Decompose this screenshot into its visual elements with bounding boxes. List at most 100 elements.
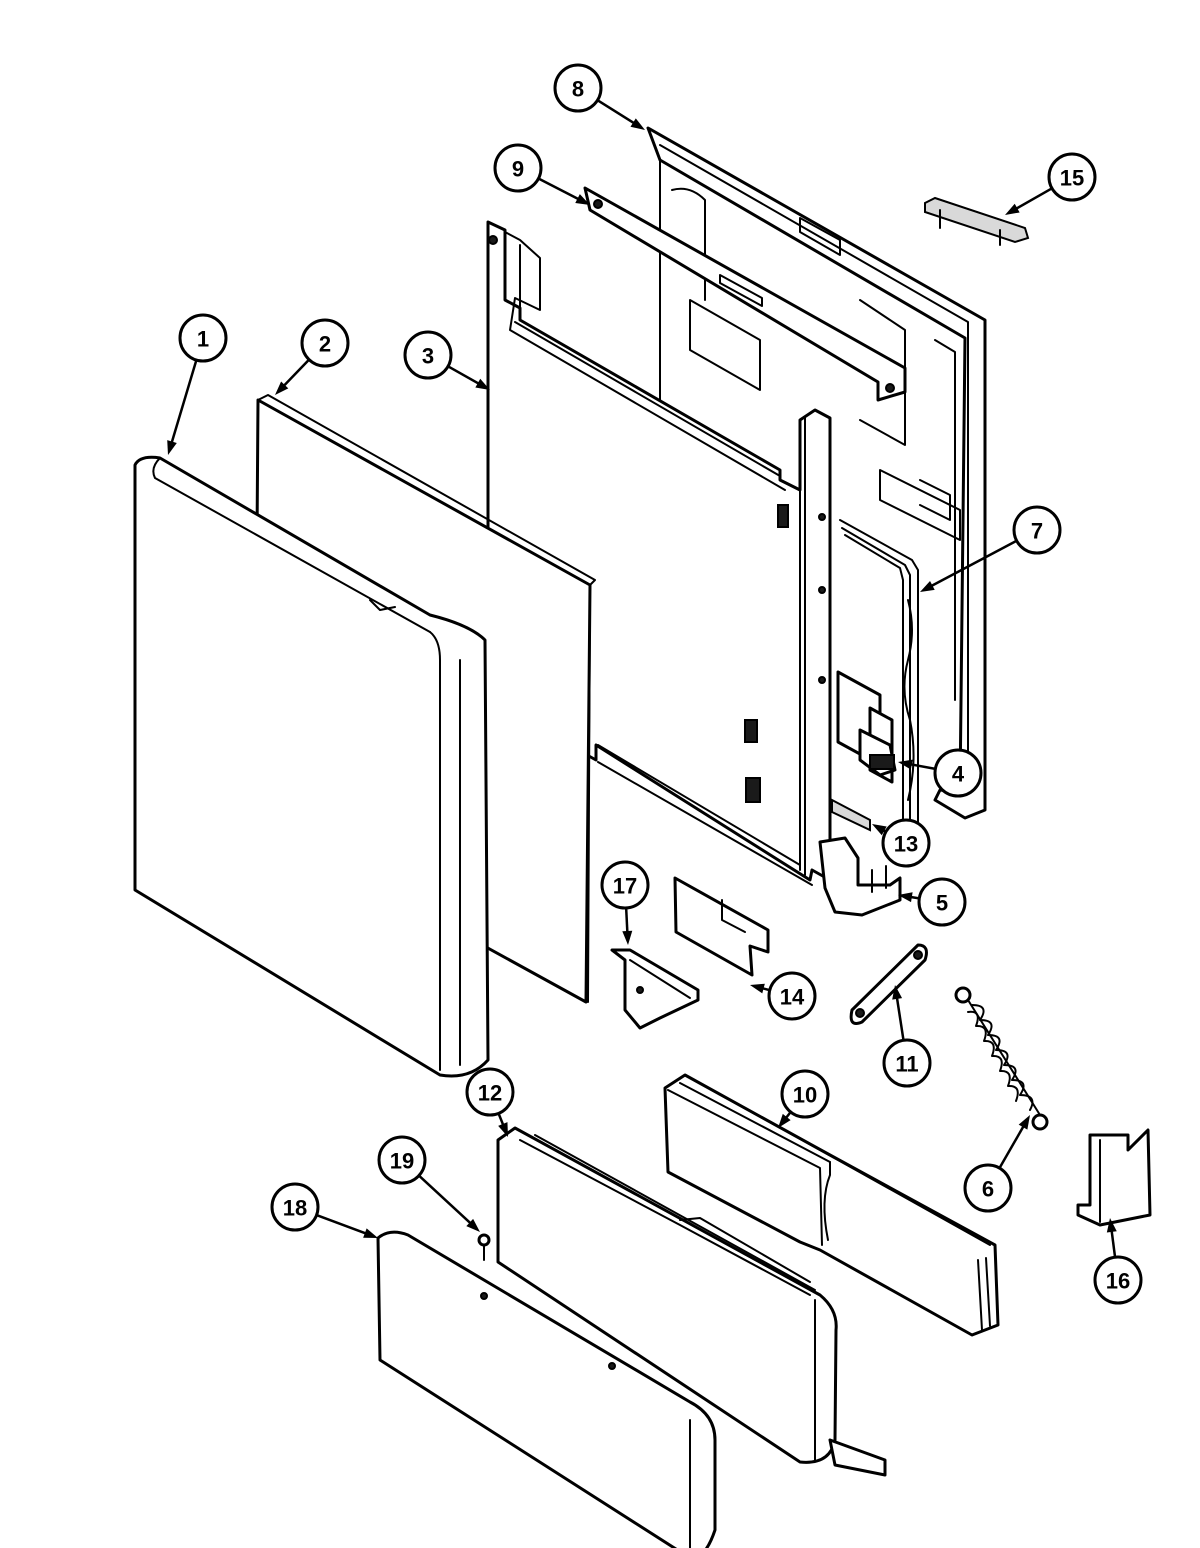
- callout-label: 7: [1031, 519, 1043, 544]
- callout-6: 6: [963, 1163, 1013, 1213]
- callout-circle: [1012, 505, 1062, 555]
- callout-label: 17: [613, 874, 637, 899]
- callout-12: 12: [465, 1067, 515, 1117]
- callout-16: 16: [1093, 1255, 1143, 1305]
- leader-arrowhead: [363, 1228, 378, 1238]
- callout-2: 2: [300, 318, 350, 368]
- leader-arrowhead: [167, 440, 177, 455]
- callout-circle: [933, 748, 983, 798]
- leader-arrowhead: [498, 1122, 508, 1137]
- callout-label: 19: [390, 1149, 414, 1174]
- callout-label: 3: [422, 344, 434, 369]
- callout-circle: [270, 1182, 320, 1232]
- callout-7: 7: [1012, 505, 1062, 555]
- callout-circle: [881, 818, 931, 868]
- callout-label: 12: [478, 1081, 502, 1106]
- callout-circle: [493, 143, 543, 193]
- callout-label: 1: [197, 327, 209, 352]
- callout-circle: [300, 318, 350, 368]
- part-15-clip: [924, 196, 1030, 246]
- part-14-plate: [673, 876, 770, 977]
- callout-9: 9: [493, 143, 543, 193]
- callout-circle: [600, 860, 650, 910]
- callout-label: 9: [512, 157, 524, 182]
- leader-arrowhead: [575, 194, 590, 205]
- callout-circle: [403, 330, 453, 380]
- callout-circle: [767, 971, 817, 1021]
- part-11-link: [849, 943, 928, 1025]
- callout-circle: [917, 877, 967, 927]
- part-13-pad: [831, 798, 871, 832]
- part-1-outer-door-panel: [133, 455, 490, 1078]
- leader-line: [894, 992, 905, 1041]
- leader-line: [316, 1213, 371, 1237]
- part-19-screw: [477, 1233, 491, 1261]
- callout-18: 18: [270, 1182, 320, 1232]
- callout-circle: [465, 1067, 515, 1117]
- leader-arrowhead: [475, 378, 490, 390]
- part-6-spring: [954, 986, 1049, 1131]
- part-9-top-brace: [583, 186, 907, 402]
- callout-11: 11: [882, 1038, 932, 1088]
- callout-circle: [780, 1069, 830, 1119]
- callout-label: 16: [1106, 1269, 1130, 1294]
- callout-label: 10: [793, 1083, 817, 1108]
- callout-5: 5: [917, 877, 967, 927]
- leader-arrowhead: [898, 759, 913, 770]
- callout-13: 13: [881, 818, 931, 868]
- part-8-inner-door-liner: [646, 126, 987, 820]
- callout-8: 8: [553, 63, 603, 113]
- callout-17: 17: [600, 860, 650, 910]
- callout-circle: [377, 1135, 427, 1185]
- leader-arrowhead: [622, 930, 633, 945]
- callout-label: 18: [283, 1196, 307, 1221]
- callout-label: 8: [572, 77, 584, 102]
- leader-line: [418, 1174, 475, 1228]
- leader-arrowhead: [275, 381, 289, 395]
- callout-14: 14: [767, 971, 817, 1021]
- leader-line: [537, 177, 584, 203]
- leader-line: [447, 365, 484, 388]
- callout-3: 3: [403, 330, 453, 380]
- callout-label: 4: [952, 762, 965, 787]
- callout-label: 5: [936, 891, 948, 916]
- leader-line: [926, 539, 1018, 590]
- part-5-hinge-bracket: [818, 836, 902, 917]
- callout-1: 1: [178, 313, 228, 363]
- leader-arrowhead: [1106, 1218, 1117, 1233]
- leader-arrowhead: [778, 1113, 791, 1128]
- leader-arrowhead: [892, 985, 903, 1000]
- callout-circle: [1093, 1255, 1143, 1305]
- leader-line: [596, 99, 639, 127]
- part-17-clip-bracket: [610, 948, 700, 1030]
- leader-line: [279, 358, 310, 391]
- part-10-insulation-blanket: [663, 1073, 1000, 1337]
- callout-label: 13: [894, 832, 918, 857]
- callout-10: 10: [780, 1069, 830, 1119]
- leader-arrowhead: [750, 983, 765, 994]
- part-18-control-panel-front: [376, 1230, 717, 1548]
- callout-label: 2: [319, 332, 331, 357]
- callout-circle: [963, 1163, 1013, 1213]
- callout-circle: [882, 1038, 932, 1088]
- leader-arrowhead: [1005, 203, 1020, 215]
- leader-line: [998, 1121, 1028, 1169]
- leader-arrowhead: [630, 118, 645, 130]
- part-16-corner-guard: [1076, 1128, 1152, 1227]
- callout-circle: [553, 63, 603, 113]
- callout-circle: [1047, 152, 1097, 202]
- callout-15: 15: [1047, 152, 1097, 202]
- part-12-control-panel: [496, 1126, 887, 1477]
- callout-19: 19: [377, 1135, 427, 1185]
- leader-arrowhead: [1018, 1115, 1030, 1130]
- part-4-bracket: [836, 670, 897, 784]
- callout-label: 6: [982, 1177, 994, 1202]
- leader-line: [169, 359, 198, 448]
- leader-arrowhead: [872, 824, 887, 836]
- leader-arrowhead: [466, 1218, 480, 1232]
- leader-line: [1011, 187, 1053, 213]
- callout-label: 15: [1060, 166, 1084, 191]
- leader-arrowhead: [898, 892, 913, 903]
- leader-arrowhead: [920, 581, 935, 592]
